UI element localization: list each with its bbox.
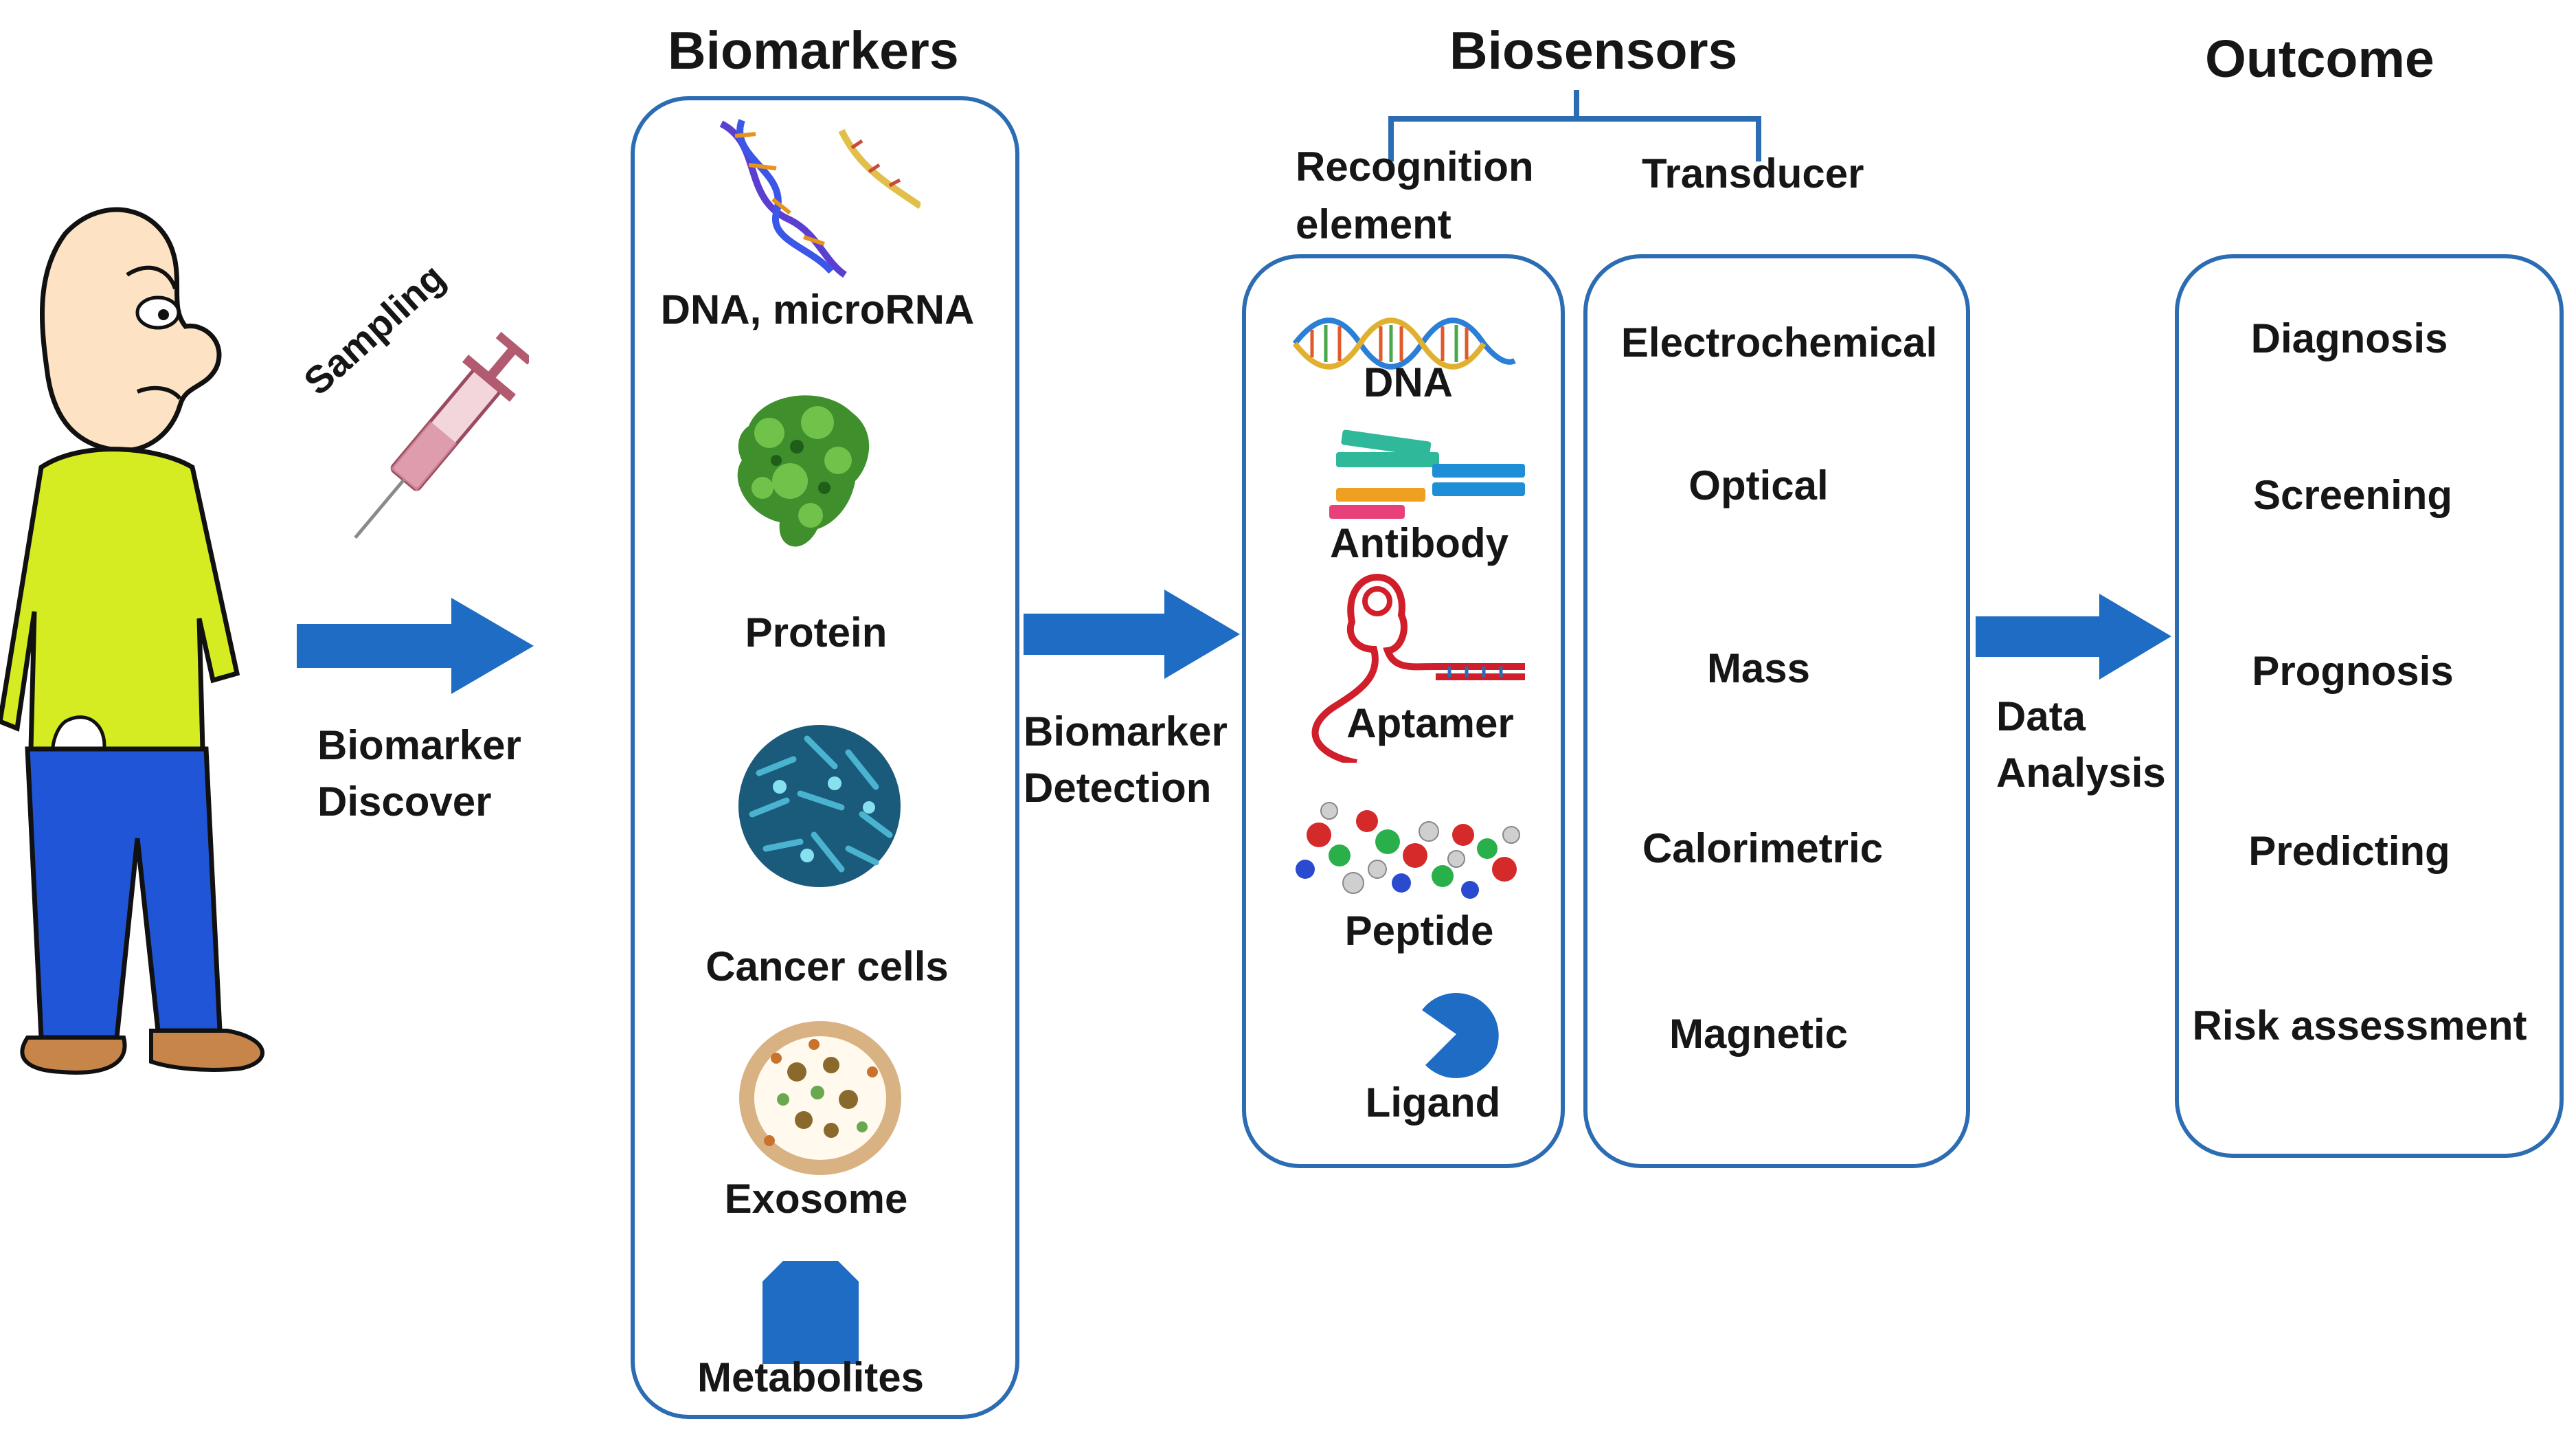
recognition-label-antibody: Antibody — [1330, 520, 1509, 566]
dna-helix-icon — [719, 119, 920, 278]
person-illustration — [0, 207, 264, 1075]
biomarkers-header: Biomarkers — [668, 21, 959, 80]
recognition-label-aptamer: Aptamer — [1346, 700, 1514, 746]
outcome-label-diagnosis: Diagnosis — [2250, 315, 2448, 361]
outcome-label-risk-assessment: Risk assessment — [2192, 1003, 2527, 1049]
biomarker-label-protein: Protein — [745, 609, 888, 656]
biosensors-bracket — [1388, 90, 1761, 161]
biomarker-label-dna: DNA, microRNA — [660, 287, 975, 333]
dna-strand-icon — [1292, 317, 1516, 370]
recognition-label-2: element — [1296, 201, 1451, 247]
peptide-icon — [1296, 802, 1520, 899]
cancer-cell-icon — [738, 725, 901, 887]
transducer-box — [1583, 254, 1970, 1168]
outcome-header: Outcome — [2205, 30, 2434, 89]
biosensors-header: Biosensors — [1449, 21, 1738, 80]
discover-label-1: Biomarker — [317, 722, 521, 768]
exosome-icon — [739, 1021, 901, 1175]
analysis-arrow — [1976, 594, 2171, 680]
transducer-label-electrochemical: Electrochemical — [1620, 320, 1938, 366]
transducer-label-mass: Mass — [1706, 645, 1811, 691]
recognition-label-1: Recognition — [1296, 144, 1534, 190]
discover-label-2: Discover — [317, 779, 492, 825]
discover-arrow — [297, 598, 534, 694]
syringe-icon — [354, 331, 529, 539]
recognition-label-ligand: Ligand — [1365, 1079, 1501, 1126]
outcome-label-prognosis: Prognosis — [2252, 648, 2454, 694]
biomarker-label-cancer-cells: Cancer cells — [705, 943, 949, 989]
detection-arrow — [1024, 590, 1240, 679]
transducer-label-optical: Optical — [1688, 462, 1829, 508]
outcome-label-screening: Screening — [2252, 472, 2453, 518]
transducer-label-calorimetric: Calorimetric — [1642, 825, 1884, 871]
biomarker-label-exosome: Exosome — [724, 1176, 908, 1222]
recognition-label-dna: DNA — [1364, 359, 1453, 405]
recognition-box — [1242, 254, 1565, 1168]
outcome-box — [2175, 254, 2564, 1158]
biomarker-label-metabolites: Metabolites — [697, 1354, 925, 1400]
transducer-label: Transducer — [1642, 150, 1864, 197]
aptamer-icon — [1311, 574, 1525, 763]
antibody-icon — [1329, 429, 1525, 519]
transducer-label-magnetic: Magnetic — [1669, 1011, 1849, 1057]
analysis-label-1: Data — [1996, 693, 2086, 739]
metabolite-icon — [762, 1261, 859, 1364]
analysis-label-2: Analysis — [1996, 750, 2166, 796]
protein-icon — [737, 395, 870, 547]
detection-label-1: Biomarker — [1024, 708, 1228, 754]
detection-label-2: Detection — [1024, 765, 1212, 811]
ligand-icon — [1422, 993, 1499, 1079]
outcome-label-predicting: Predicting — [2248, 828, 2450, 874]
recognition-label-peptide: Peptide — [1344, 908, 1494, 954]
